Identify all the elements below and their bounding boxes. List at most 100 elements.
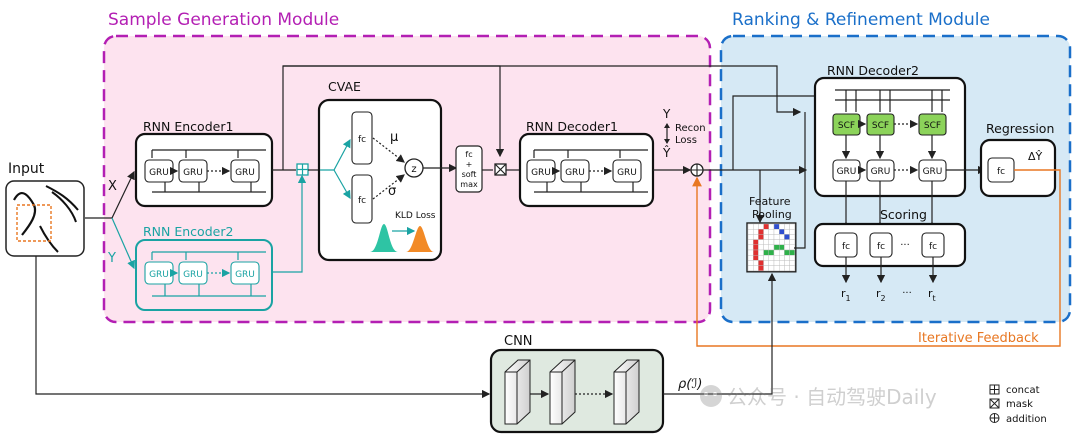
pooling-cell <box>784 234 790 240</box>
pooling-cell <box>789 249 795 256</box>
pooling-cell <box>768 223 775 230</box>
pooling-cell <box>779 260 785 266</box>
sample-generation-title: Sample Generation Module <box>108 10 339 30</box>
dec2-gru-1: GRU <box>837 167 857 177</box>
pooling-cell <box>758 228 764 235</box>
pooling-cell <box>779 234 785 240</box>
enc1-gru-2: GRU <box>183 168 203 178</box>
pooling-cell <box>758 265 764 272</box>
rnn-decoder2-cells: SCF SCF SCF GRU GRU GRU <box>832 89 950 182</box>
pooling-cell <box>779 223 785 230</box>
pooling-cell <box>753 249 759 256</box>
regression-title: Regression <box>986 121 1054 136</box>
enc2-gru-3: GRU <box>235 270 255 280</box>
cvae-fc-sigma: fc <box>358 196 366 206</box>
feature-pooling-title: Feature <box>749 195 791 208</box>
svg-text:···: ··· <box>900 240 910 251</box>
scf-1: SCF <box>838 121 855 131</box>
pooling-cell <box>779 265 785 272</box>
legend-concat: concat <box>1006 385 1040 396</box>
recon-y: Y <box>662 107 671 121</box>
cnn-title: CNN <box>504 334 533 349</box>
pooling-cell <box>747 254 754 261</box>
pooling-cell <box>784 228 790 235</box>
pooling-cell <box>763 234 769 240</box>
regression-output: ΔŶ <box>1028 150 1043 163</box>
pooling-cell <box>747 249 754 256</box>
pooling-cell <box>753 234 759 240</box>
pooling-cell <box>789 265 795 272</box>
cvae-fc-mu: fc <box>358 135 366 145</box>
kld-loss-illustration <box>370 224 434 252</box>
dec1-gru-2: GRU <box>565 168 585 178</box>
input-image <box>5 180 85 257</box>
cnn-rho-label: ρ(ℐ) <box>678 377 703 392</box>
fc-softmax-soft: soft <box>462 170 477 179</box>
legend-mask: mask <box>1006 399 1033 410</box>
fc-softmax-fc: fc <box>465 150 472 159</box>
pooling-cell <box>773 239 780 246</box>
enc1-gru-3: GRU <box>235 168 255 178</box>
pooling-cell <box>789 260 795 266</box>
addition-symbol <box>690 163 704 177</box>
enc1-gru-1: GRU <box>149 168 169 178</box>
cvae-mu: μ <box>390 130 398 145</box>
regression-fc: fc <box>997 167 1005 177</box>
legend: concat mask addition <box>989 384 1047 425</box>
scoring-fc-3: fc <box>929 242 937 252</box>
pooling-cell <box>763 265 769 272</box>
pooling-cell <box>768 244 775 251</box>
pooling-cell <box>779 239 785 246</box>
pooling-cell <box>773 228 780 235</box>
pooling-cell <box>747 223 754 230</box>
pooling-cell <box>784 249 790 256</box>
pooling-cell <box>784 223 790 230</box>
watermark: 公众号 · 自动驾驶Daily <box>700 385 937 409</box>
pooling-cell <box>789 223 795 230</box>
dec2-gru-2: GRU <box>871 167 891 177</box>
pooling-cell <box>773 260 780 266</box>
pooling-cell <box>779 249 785 256</box>
cvae-title: CVAE <box>328 79 361 94</box>
cnn-layers <box>504 359 640 425</box>
watermark-text: 公众号 · 自动驾驶Daily <box>727 385 937 409</box>
pooling-cell <box>747 260 754 266</box>
pooling-cell <box>768 265 775 272</box>
pooling-cell <box>753 244 759 251</box>
pooling-cell <box>763 223 769 230</box>
pooling-cell <box>784 265 790 272</box>
ranking-refinement-title: Ranking & Refinement Module <box>732 10 990 30</box>
feature-pooling-subtitle: Pooling <box>752 208 792 221</box>
dec1-gru-3: GRU <box>617 168 637 178</box>
rnn-encoder2-cells: GRU GRU GRU <box>144 251 266 297</box>
fc-softmax-plus: + <box>466 160 473 169</box>
kld-loss-label: KLD Loss <box>395 211 436 221</box>
feature-pooling-grid <box>746 222 797 273</box>
legend-addition: addition <box>1006 414 1047 425</box>
pooling-cell <box>773 254 780 261</box>
input-y-label: Y <box>107 251 116 266</box>
scf-3: SCF <box>924 121 941 131</box>
pooling-cell <box>758 249 764 256</box>
pooling-cell <box>758 244 764 251</box>
pooling-cell <box>784 239 790 246</box>
cvae-z: z <box>411 164 416 175</box>
pooling-cell <box>753 260 759 266</box>
pooling-cell <box>784 244 790 251</box>
pooling-cell <box>753 254 759 261</box>
pooling-cell <box>763 260 769 266</box>
pooling-cell <box>773 223 780 230</box>
fc-softmax-max: max <box>460 180 478 189</box>
pooling-cell <box>789 239 795 246</box>
pooling-cell <box>773 249 780 256</box>
input-x-label: X <box>108 179 117 194</box>
pooling-cell <box>758 254 764 261</box>
rnn-encoder2-title: RNN Encoder2 <box>143 224 233 239</box>
concat-symbol <box>296 163 309 176</box>
input-label: Input <box>8 161 45 177</box>
svg-text:···: ··· <box>902 288 912 299</box>
pooling-cell <box>773 244 780 251</box>
recon-y-hat: Ŷ <box>662 145 671 160</box>
pooling-cell <box>747 228 754 235</box>
